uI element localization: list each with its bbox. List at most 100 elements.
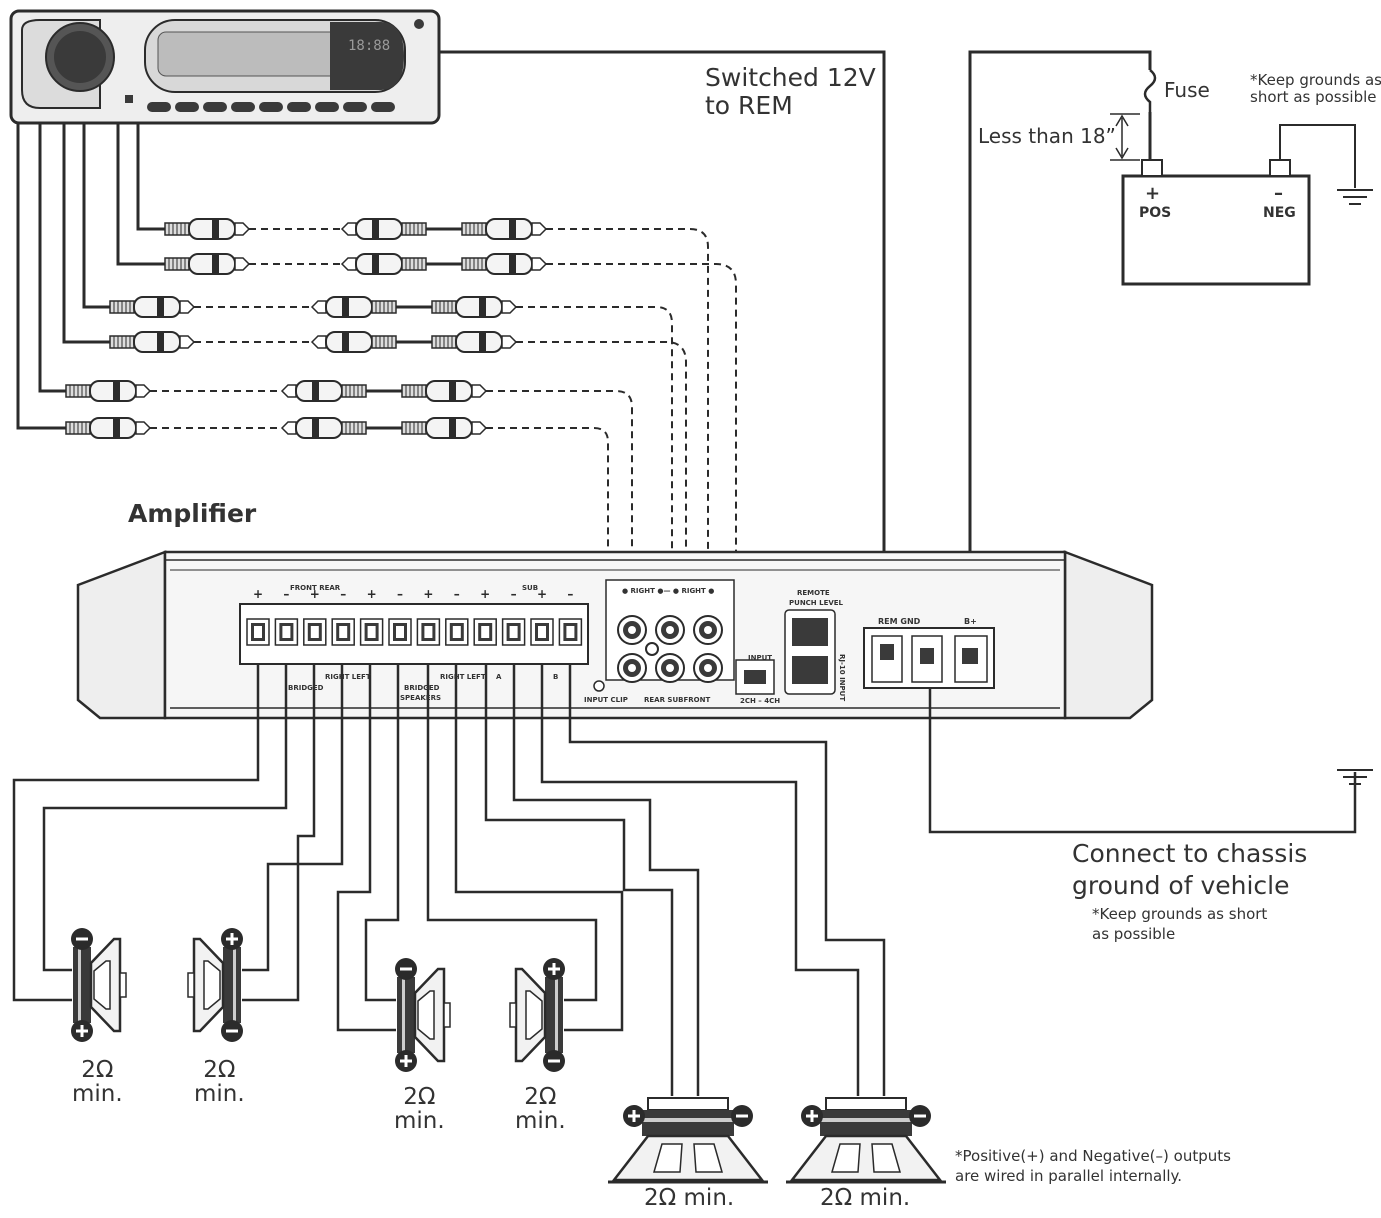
terminal-sign: + <box>253 587 263 601</box>
plus-marker-icon <box>221 928 243 950</box>
b-plus-label: B+ <box>964 617 977 626</box>
polarity-markers <box>71 928 931 1127</box>
terminal-sign: – <box>567 587 573 601</box>
speaker-terminal <box>331 618 355 646</box>
speaker-terminal <box>388 618 412 646</box>
rca-jack <box>655 653 685 683</box>
ground-icon <box>1336 189 1374 205</box>
less-than-label: Less than 18” <box>978 124 1116 148</box>
speaker-wires <box>12 664 1357 1096</box>
rca-jack <box>693 615 723 645</box>
b-label: B <box>553 673 559 681</box>
bridged-label-1: BRIDGED <box>288 684 324 692</box>
subwoofer-2-impedance: 2Ω min. <box>820 1185 911 1211</box>
terminal-sign: + <box>480 587 490 601</box>
subwoofer-1-impedance: 2Ω min. <box>644 1185 735 1211</box>
remote-wire <box>440 50 886 650</box>
terminal-sign: + <box>310 587 320 601</box>
a-label: A <box>496 673 502 681</box>
amplifier-title: Amplifier <box>128 499 257 528</box>
sub-label: SUB <box>522 584 539 592</box>
battery-neg-sign: – <box>1274 183 1283 204</box>
speakers-label: SPEAKERS <box>400 694 442 702</box>
bridged-label-2: BRIDGED <box>404 684 440 692</box>
rca-jack <box>655 615 685 645</box>
fuse-label: Fuse <box>1164 78 1210 102</box>
minus-marker-icon <box>71 928 93 950</box>
remote-label: REMOTE <box>797 589 830 597</box>
battery-pos-label: POS <box>1139 205 1172 221</box>
rj-input-label: RJ-10 INPUT <box>838 654 846 702</box>
rear-subfront-label: REAR SUBFRONT <box>644 696 711 704</box>
speaker-terminals: + – + – + – + – + – + – <box>246 587 583 646</box>
front-rear-label: FRONT REAR <box>290 584 341 592</box>
battery-pos-sign: + <box>1145 183 1161 204</box>
head-unit-rca-cables <box>16 123 165 430</box>
speaker-terminal <box>274 618 299 646</box>
terminal-sign: – <box>454 587 460 601</box>
input-range-label: 2CH – 4CH <box>740 697 781 705</box>
rca-cable-set <box>65 218 547 439</box>
rca-jack <box>693 653 723 683</box>
terminal-sign: + <box>423 587 433 601</box>
battery-neg-label: NEG <box>1263 205 1296 221</box>
speaker-terminal <box>558 618 583 646</box>
rca-jack <box>617 615 647 645</box>
input-label: INPUT <box>748 654 773 662</box>
head-unit-buttons <box>147 102 395 112</box>
plus-marker-icon <box>543 958 565 980</box>
speaker-3 <box>395 967 452 1063</box>
input-clip-label: INPUT CLIP <box>584 696 628 704</box>
plus-marker-icon <box>395 1050 417 1072</box>
rem-gnd-label: REM GND <box>878 617 921 626</box>
battery-section <box>968 50 1374 660</box>
speaker-terminal <box>303 618 327 646</box>
plus-marker-icon <box>623 1105 645 1127</box>
input-clip-led <box>593 680 605 692</box>
minus-marker-icon <box>543 1050 565 1072</box>
terminal-sign: – <box>511 587 517 601</box>
plus-marker-icon <box>801 1105 823 1127</box>
terminal-sign: + <box>537 587 547 601</box>
speaker-terminal <box>359 618 384 646</box>
terminal-sign: + <box>367 587 377 601</box>
right-left-label-2: RIGHT LEFT <box>440 673 486 681</box>
rca-input-jacks <box>617 615 723 683</box>
minus-marker-icon <box>221 1020 243 1042</box>
speaker-4 <box>508 967 565 1063</box>
rca-jack <box>617 653 647 683</box>
fuse-icon <box>1143 69 1157 112</box>
speaker-terminal <box>501 618 526 646</box>
terminal-sign: – <box>397 587 403 601</box>
head-unit: 18:88 <box>9 9 441 125</box>
right-left-label-1: RIGHT LEFT <box>325 673 371 681</box>
plus-marker-icon <box>71 1020 93 1042</box>
speaker-terminal <box>445 618 469 646</box>
minus-marker-icon <box>395 958 417 980</box>
speaker-1 <box>71 937 128 1033</box>
punch-level-label: PUNCH LEVEL <box>789 599 844 607</box>
terminal-sign: – <box>283 587 289 601</box>
speaker-terminal <box>530 618 554 646</box>
rca-dashed-paths <box>150 228 737 630</box>
rca-jack <box>645 642 659 656</box>
speaker-terminal <box>416 618 441 646</box>
rca-top-label: ● RIGHT ●— ● RIGHT ● <box>622 587 715 595</box>
battery <box>1121 174 1311 286</box>
minus-marker-icon <box>731 1105 753 1127</box>
head-unit-clock: 18:88 <box>348 38 390 54</box>
minus-marker-icon <box>909 1105 931 1127</box>
amplifier <box>76 550 1154 720</box>
speaker-terminal <box>246 618 270 646</box>
speaker-terminal <box>473 618 497 646</box>
terminal-sign: – <box>340 587 346 601</box>
